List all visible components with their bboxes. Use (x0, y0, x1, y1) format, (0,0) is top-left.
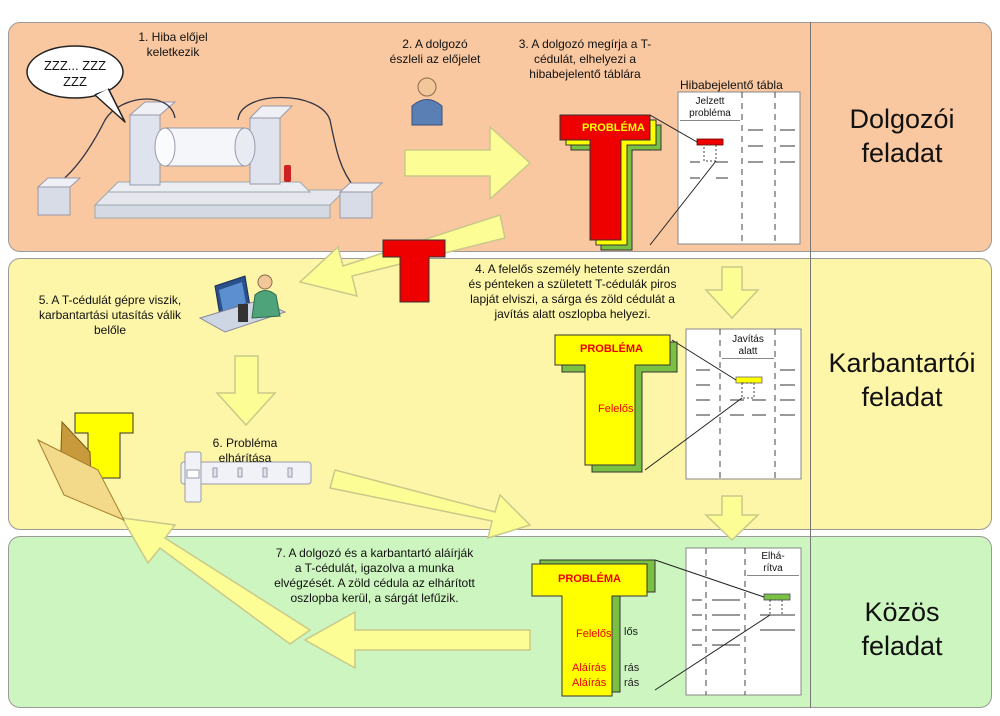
t-card-3 (531, 559, 656, 697)
step-1-label: 1. Hiba előjel keletkezik (138, 30, 208, 59)
step-7-label: 7. A dolgozó és a karbantartó aláírják a… (274, 546, 475, 605)
lane-maintenance (8, 258, 992, 530)
arrow-repair-to-shared (329, 469, 532, 540)
step-2-label: 2. A dolgozó észleli az előjelet (389, 37, 481, 66)
speech-bubble-text: ZZZ... ZZZ ZZZ (43, 58, 107, 89)
board-title: Hibabejelentő tábla (680, 78, 783, 92)
card-3-responsible-back: lős (624, 626, 639, 638)
arrow-to-board (404, 125, 532, 201)
step-5-label: 5. A T-cédulát gépre viszik, karbantartá… (38, 293, 182, 337)
lane-label-shared: Közös feladat (861, 597, 943, 661)
lane-label-worker: Dolgozói feladat (849, 104, 955, 168)
step-6-label: 6. Probléma elhárítása (212, 436, 278, 465)
arrow-down-from-computer (215, 355, 277, 427)
arrow-shared-left (303, 610, 531, 670)
lane-divider (810, 22, 811, 708)
card-3-signature-back-2: rás (624, 677, 640, 689)
card-2-problem: PROBLÉMA (580, 343, 643, 355)
card-3-signature-back-1: rás (624, 662, 640, 674)
column-header-in-repair: Javítás alatt (722, 334, 774, 359)
card-2-responsible: Felelős (598, 403, 634, 415)
column-header-reported: Jelzett probléma (680, 96, 740, 121)
machine-illustration (36, 96, 384, 219)
column-header-resolved: Elhá- rítva (747, 551, 799, 576)
t-card-2 (554, 334, 678, 473)
card-3-signature-2: Aláírás (572, 677, 607, 689)
card-1-problem: PROBLÉMA (582, 122, 645, 134)
arrow-to-folder (120, 517, 312, 645)
step-3-label: 3. A dolgozó megírja a T- cédulát, elhel… (518, 37, 652, 81)
person-icon (411, 77, 443, 126)
arrow-down-to-resolved (704, 495, 760, 542)
folder-icon (36, 412, 134, 521)
computer-workstation (198, 274, 287, 333)
red-t-card (382, 239, 446, 303)
t-card-1 (559, 114, 662, 251)
card-3-responsible: Felelős (576, 628, 612, 640)
step-4-label: 4. A felelős személy hetente szerdán és … (468, 262, 677, 321)
arrow-down-to-repair (704, 266, 760, 320)
card-3-signature-1: Aláírás (572, 662, 607, 674)
repair-tool-illustration (180, 451, 312, 503)
card-3-problem: PROBLÉMA (558, 573, 621, 585)
lane-shared (8, 536, 992, 708)
lane-label-maintenance: Karbantartói feladat (828, 348, 976, 412)
